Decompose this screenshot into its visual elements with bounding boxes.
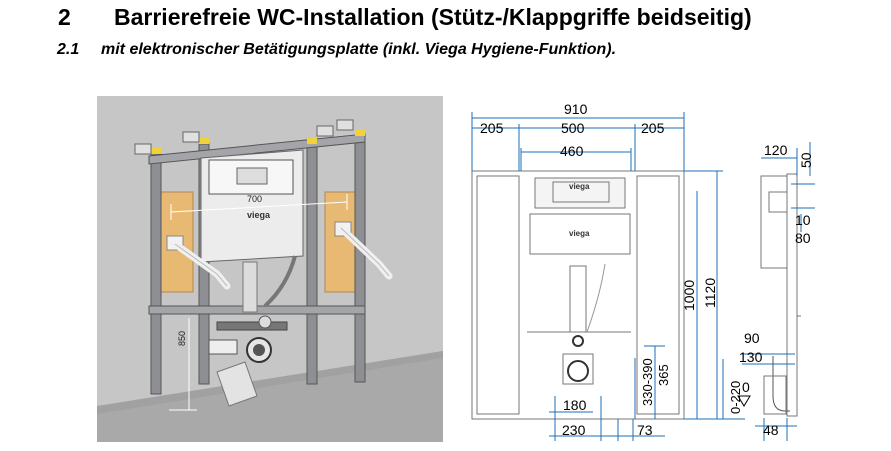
dim-205-left: 205 (480, 120, 504, 136)
subsection-number: 2.1 (57, 41, 80, 58)
technical-drawing: viega viega 910 205 500 205 460 1000 112… (471, 101, 815, 441)
dim-48: 48 (763, 422, 779, 438)
dim-130: 130 (739, 349, 763, 365)
dim-1120: 1120 (702, 278, 718, 308)
section-title: Barrierefreie WC-Installation (Stütz-/Kl… (114, 4, 752, 30)
svg-text:viega: viega (569, 229, 590, 238)
floor-level-icon (737, 395, 751, 407)
illustration-dim-width: 700 (247, 194, 262, 204)
dim-80: 80 (795, 230, 811, 246)
dim-0-220: 0-220 (728, 381, 743, 414)
dim-500: 500 (561, 120, 585, 136)
dim-50: 50 (798, 152, 814, 168)
dim-205-right: 205 (641, 120, 665, 136)
dim-365: 365 (656, 364, 671, 386)
illustration-brand: viega (247, 210, 271, 220)
dim-90: 90 (744, 330, 760, 346)
illustration-dim-height: 850 (177, 331, 187, 346)
section-number: 2 (58, 4, 71, 30)
dim-230: 230 (562, 422, 586, 438)
section-heading: 2 Barrierefreie WC-Installation (Stütz-/K… (58, 4, 752, 31)
dim-180: 180 (563, 397, 587, 413)
subsection-heading: 2.1 mit elektronischer Betätigungsplatte … (57, 41, 616, 59)
subsection-title: mit elektronischer Betätigungsplatte (in… (101, 41, 617, 58)
dim-330-390: 330-390 (640, 358, 655, 406)
dim-460: 460 (560, 143, 584, 159)
dim-0: 0 (742, 379, 750, 395)
dim-73: 73 (637, 422, 653, 438)
dim-120: 120 (764, 142, 788, 158)
drawing-brand: viega (569, 182, 590, 191)
dim-10: 10 (795, 212, 811, 228)
dim-910: 910 (564, 101, 588, 117)
dim-1000: 1000 (681, 280, 697, 311)
installation-illustration: viega 700 850 (97, 96, 443, 442)
